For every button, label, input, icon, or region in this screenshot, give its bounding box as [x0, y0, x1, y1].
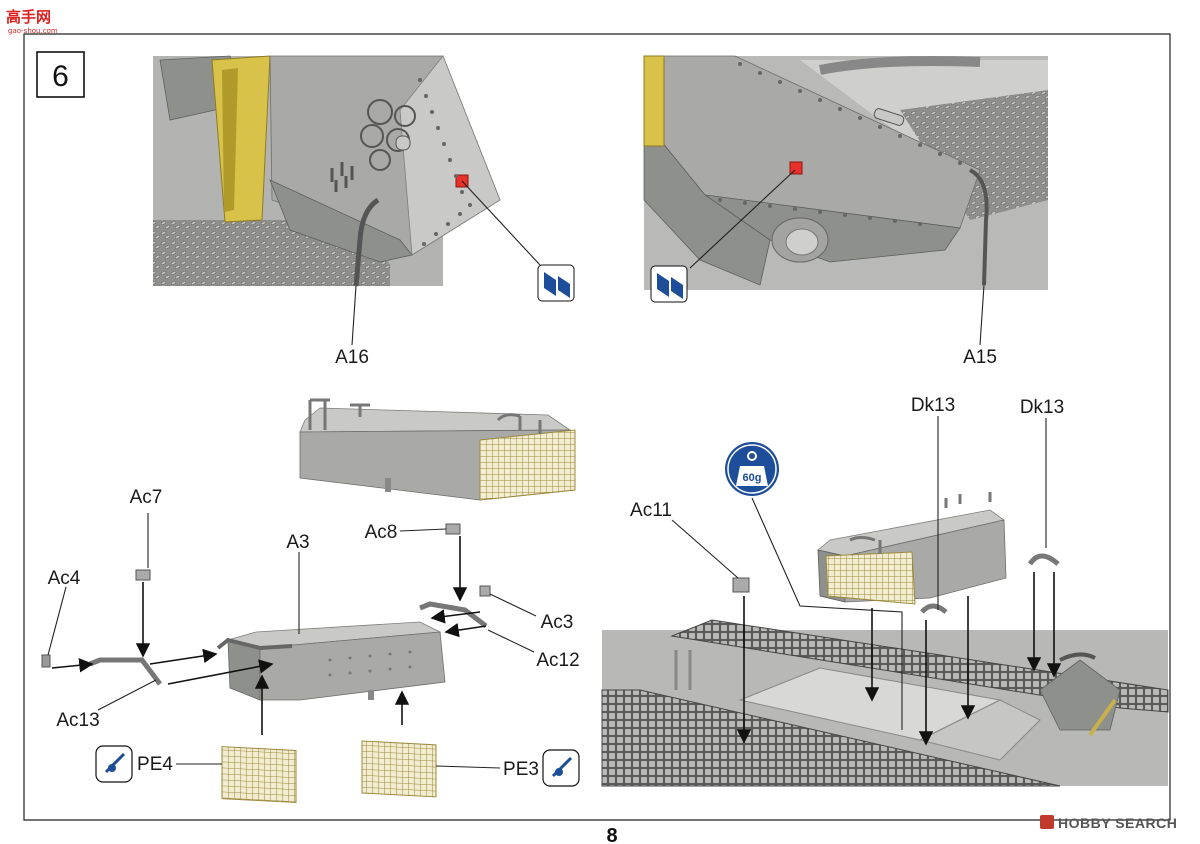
pe-tool-icon-left: [95, 745, 133, 783]
part-label-pe4: PE4: [137, 754, 173, 775]
leader-pe3: [435, 765, 501, 769]
paint-symbol-blue: [537, 264, 575, 302]
leader-ac12: [487, 629, 535, 653]
part-label-a15: A15: [963, 347, 997, 368]
part-label-ac4: Ac4: [48, 568, 81, 589]
arrow-ac12-2: [444, 622, 487, 638]
leader-ac8: [399, 528, 447, 532]
paint-symbol-blue-2: [650, 265, 688, 303]
watermark-text: HOBBY SEARCH: [1058, 815, 1177, 831]
logo-text: 高手网: [6, 8, 51, 26]
part-label-dk13-2: Dk13: [1020, 397, 1064, 418]
part-ac12-bar: [419, 601, 488, 628]
part-ac7: [135, 569, 151, 581]
part-ac4: [41, 654, 51, 668]
part-label-ac8: Ac8: [365, 522, 398, 543]
arrow-ac13-1: [149, 648, 218, 665]
weight-text: 60g: [743, 472, 762, 484]
preview-box-assembled: [299, 398, 576, 501]
leader-ac13: [97, 679, 157, 711]
part-label-a16: A16: [335, 347, 369, 368]
site-logo: 高手网 gao-shou.com: [2, 2, 72, 35]
leader-a16: [351, 285, 357, 346]
arrow-ac4: [51, 658, 94, 673]
logo-url: gao-shou.com: [8, 27, 58, 35]
part-label-ac7: Ac7: [130, 487, 163, 508]
part-label-ac13: Ac13: [56, 710, 99, 731]
leader-ac4: [47, 586, 67, 656]
part-label-pe3: PE3: [503, 759, 539, 780]
part-ac3: [479, 585, 491, 597]
part-label-ac3: Ac3: [541, 612, 574, 633]
leader-paint-tr: [689, 169, 796, 269]
leader-paint-tl: [461, 180, 541, 266]
vehicle-deck: [601, 619, 1169, 787]
part-ac8: [445, 523, 461, 535]
leader-a15: [979, 284, 985, 346]
part-label-ac12: Ac12: [536, 650, 579, 671]
watermark: HOBBY SEARCH: [1040, 815, 1177, 831]
leader-ac11: [671, 519, 739, 579]
part-label-ac11: Ac11: [630, 500, 672, 521]
arrow-ac12: [430, 609, 481, 624]
weight-badge: 60g: [725, 442, 779, 496]
page-number: 8: [606, 825, 617, 844]
part-ac11: [732, 577, 750, 593]
pe-tool-icon-right: [542, 749, 580, 787]
leader-ac3: [489, 593, 537, 617]
paint-marker-red-2: [789, 161, 803, 175]
pe3-mesh: [361, 740, 437, 798]
part-ac13-bar: [89, 657, 162, 686]
part-label-a3: A3: [286, 532, 309, 553]
detail-top-left: [153, 55, 501, 287]
step-number-box: 6: [36, 51, 85, 98]
page-frame: [23, 33, 1171, 821]
box-a3: [216, 621, 446, 701]
part-dk13-left: [920, 603, 948, 614]
leader-weight: [751, 497, 903, 730]
step-number: 6: [52, 60, 69, 93]
part-label-dk13-1: Dk13: [911, 395, 955, 416]
pe4-mesh: [221, 746, 297, 804]
box-right: [817, 492, 1007, 605]
detail-top-right: [643, 55, 1048, 290]
part-dk13-right: [1027, 553, 1060, 566]
arrow-ac13-2: [167, 659, 274, 685]
